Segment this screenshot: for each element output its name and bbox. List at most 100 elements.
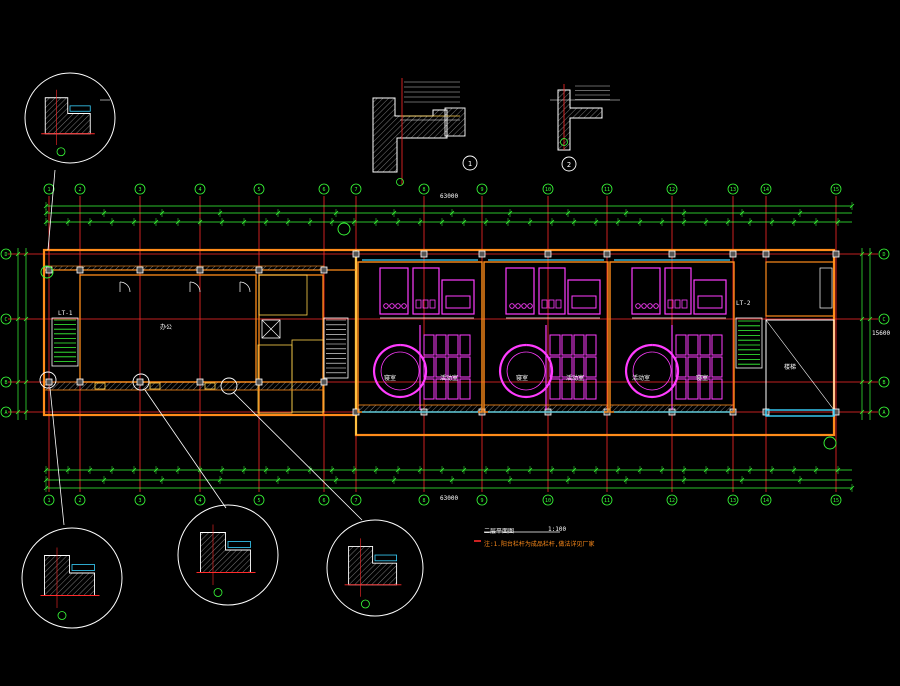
toilet-fixture bbox=[389, 303, 395, 309]
axis-number-top: 9 bbox=[480, 187, 483, 193]
bed-fixture bbox=[573, 378, 585, 400]
top-detail-2-section bbox=[557, 89, 603, 151]
axis-bubble-bottom bbox=[666, 494, 678, 506]
axis-number-bottom: 4 bbox=[198, 498, 201, 504]
bed-fixture bbox=[423, 334, 435, 356]
bed-fixture bbox=[447, 378, 459, 400]
axis-bubble-bottom bbox=[350, 494, 362, 506]
bed-fixture bbox=[585, 334, 597, 356]
axis-number-bottom: 5 bbox=[257, 498, 260, 504]
bed-fixture bbox=[711, 356, 723, 378]
detail-callout-on-plan bbox=[132, 373, 150, 391]
axis-bubble-left bbox=[0, 376, 12, 388]
room-label-bedroom-3: 寝室 bbox=[696, 375, 709, 382]
axis-bubble-left bbox=[0, 313, 12, 325]
washbasin-fixture bbox=[429, 299, 436, 309]
axis-number-top: 12 bbox=[669, 187, 675, 193]
axis-number-bottom: 14 bbox=[763, 498, 769, 504]
axis-bubble-bottom bbox=[134, 494, 146, 506]
structural-column bbox=[255, 378, 263, 386]
top-detail-1-number: 1 bbox=[468, 160, 472, 168]
axis-bubble-top bbox=[194, 183, 206, 195]
structural-column bbox=[478, 250, 486, 258]
detail-callout-on-plan bbox=[220, 377, 238, 395]
bed-fixture bbox=[675, 334, 687, 356]
dimension-tick bbox=[15, 251, 21, 257]
detail-glazing bbox=[227, 541, 251, 548]
washroom-block bbox=[631, 267, 661, 315]
elevator-x-2 bbox=[261, 319, 281, 339]
structural-column bbox=[762, 250, 770, 258]
axis-bubble-right bbox=[878, 313, 890, 325]
axis-letter-left: C bbox=[4, 317, 7, 323]
structural-column bbox=[544, 250, 552, 258]
dimension-tick bbox=[23, 316, 29, 322]
bed-fixture bbox=[585, 356, 597, 378]
dimension-tick bbox=[23, 409, 29, 415]
shaft-end bbox=[819, 267, 833, 309]
dimension-tick bbox=[15, 316, 21, 322]
structural-column bbox=[45, 378, 53, 386]
axis-bubble-bottom bbox=[601, 494, 613, 506]
detail-callout-on-plan bbox=[39, 371, 57, 389]
structural-column bbox=[76, 266, 84, 274]
bed-fixture bbox=[447, 356, 459, 378]
toilet-fixture bbox=[653, 303, 659, 309]
axis-bubble-top bbox=[418, 183, 430, 195]
bed-fixture bbox=[561, 334, 573, 356]
axis-number-bottom: 3 bbox=[138, 498, 141, 504]
axis-letter-right: A bbox=[882, 410, 885, 416]
bed-fixture bbox=[561, 378, 573, 400]
detail-axis-bubble bbox=[57, 611, 67, 620]
office-room bbox=[258, 274, 308, 316]
structural-column bbox=[136, 266, 144, 274]
axis-number-bottom: 1 bbox=[47, 498, 50, 504]
dimension-tick bbox=[15, 379, 21, 385]
axis-bubble-bottom bbox=[74, 494, 86, 506]
plan-scale: 1:100 bbox=[548, 526, 567, 533]
axis-number-bottom: 12 bbox=[669, 498, 675, 504]
axis-bubble-left bbox=[0, 248, 12, 260]
stair-left-outline bbox=[51, 317, 79, 367]
stair-mid-outline bbox=[323, 317, 349, 379]
toilet-fixture bbox=[641, 303, 647, 309]
service-room-2 bbox=[291, 339, 325, 413]
axis-bubble-top bbox=[760, 183, 772, 195]
axis-number-top: 7 bbox=[354, 187, 357, 193]
window-mark bbox=[149, 382, 161, 390]
axis-bubble-top bbox=[253, 183, 265, 195]
detail-glazing bbox=[374, 554, 398, 562]
stair-label-left: LT-1 bbox=[58, 310, 73, 317]
axis-number-top: 13 bbox=[730, 187, 736, 193]
bed-fixture bbox=[675, 356, 687, 378]
unit-balcony bbox=[483, 404, 609, 413]
plan-note: 注:1.阳台栏杆为成品栏杆,做法详见厂家 bbox=[484, 541, 595, 548]
overall-depth-dimension: 15600 bbox=[872, 330, 891, 337]
section-mark-left bbox=[40, 265, 54, 279]
section-mark-top bbox=[337, 222, 351, 236]
detail-wall-section bbox=[200, 532, 251, 573]
bed-fixture bbox=[435, 356, 447, 378]
bed-fixture bbox=[549, 334, 561, 356]
toilet-fixture bbox=[527, 303, 533, 309]
axis-number-bottom: 11 bbox=[604, 498, 610, 504]
washbasin-fixture bbox=[541, 299, 548, 309]
bed-fixture bbox=[699, 334, 711, 356]
detail-axis-bubble bbox=[213, 588, 223, 597]
axis-bubble-top bbox=[74, 183, 86, 195]
toilet-fixture bbox=[635, 303, 641, 309]
washroom-block-2 bbox=[664, 267, 692, 315]
dimension-tick bbox=[859, 251, 865, 257]
washroom-block-3 bbox=[693, 279, 727, 315]
enlarged-detail-circle bbox=[21, 527, 123, 629]
toilet-fixture bbox=[521, 303, 527, 309]
bed-fixture bbox=[447, 334, 459, 356]
enlarged-detail-circle bbox=[326, 519, 424, 617]
toilet-fixture bbox=[383, 303, 389, 309]
axis-bubble-top bbox=[350, 183, 362, 195]
door-swing bbox=[239, 281, 251, 293]
bed-fixture bbox=[459, 356, 471, 378]
structural-column bbox=[832, 250, 840, 258]
dimension-tick bbox=[859, 379, 865, 385]
